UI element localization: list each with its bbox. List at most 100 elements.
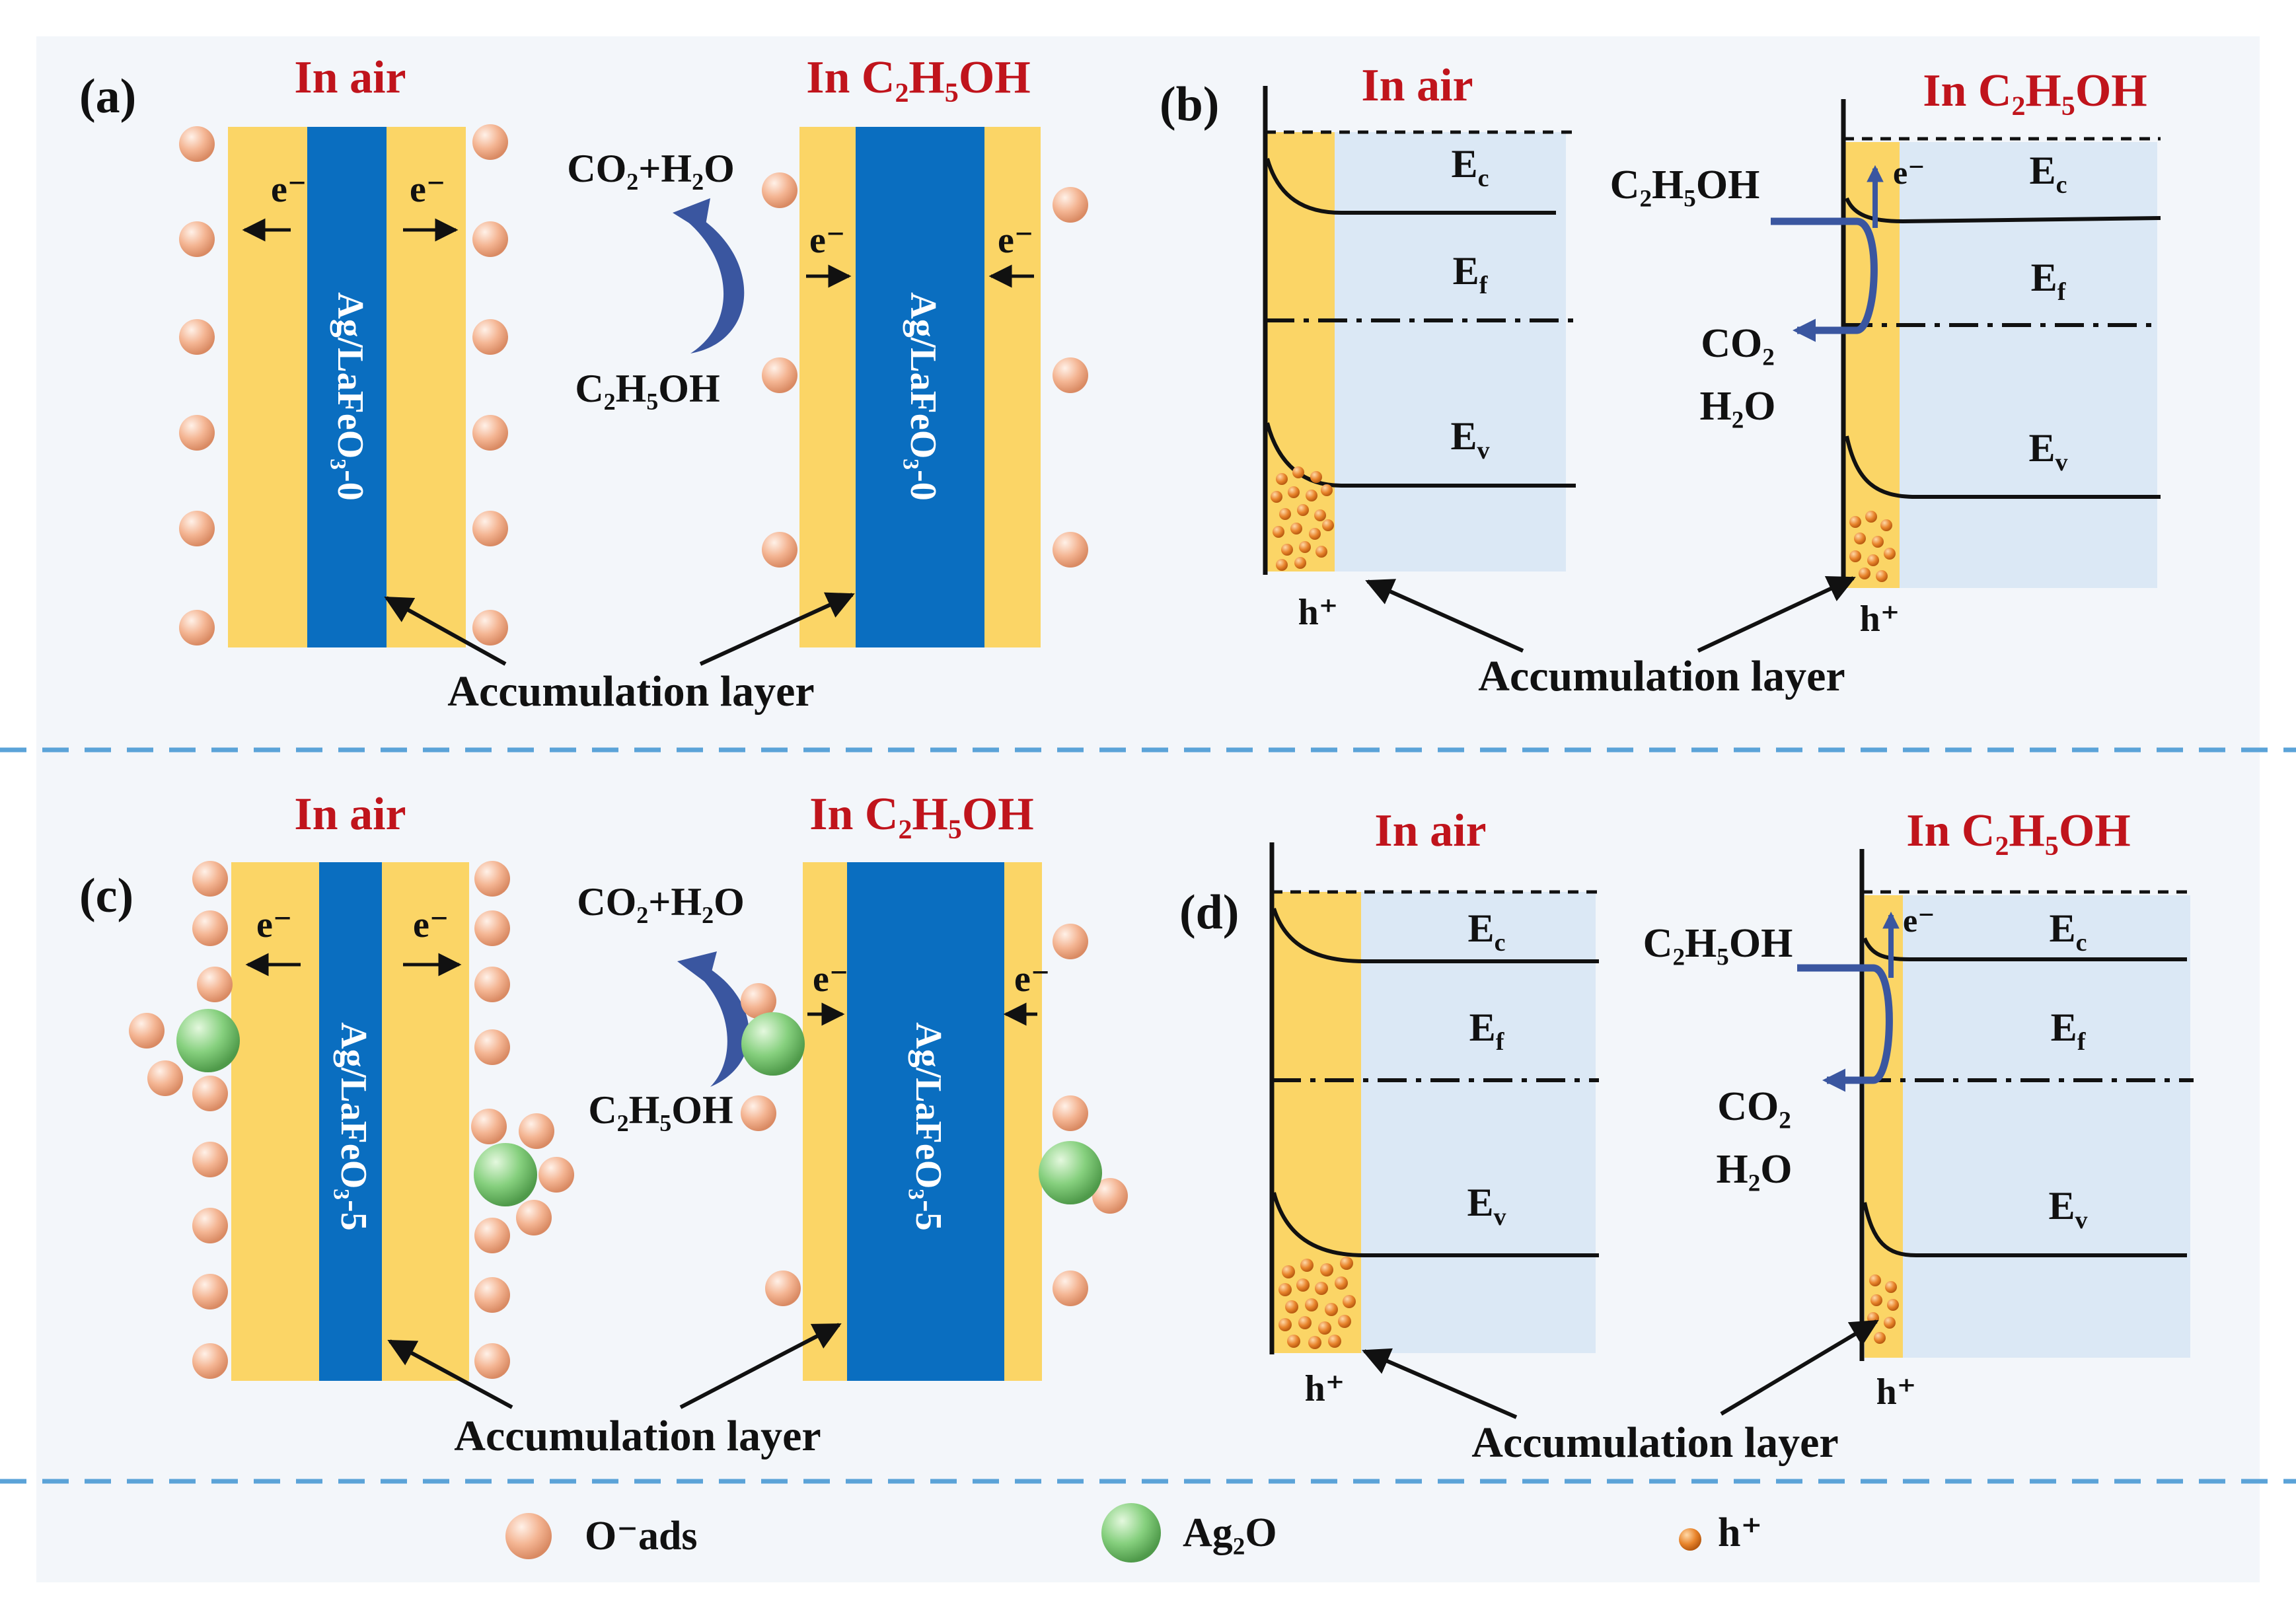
oxygen-sphere	[472, 610, 508, 645]
oxygen-sphere	[762, 172, 797, 208]
grain-air-core	[307, 127, 387, 647]
band-d-ethanol-electron: e⁻	[1903, 902, 1935, 939]
grain-ethanol-electron-right: e⁻	[998, 220, 1033, 261]
band-d-ethanol-reactant: C₂H₅OH	[1643, 921, 1793, 966]
oxygen-sphere	[1053, 532, 1088, 568]
band-d-ethanol-ec: Ec	[2050, 906, 2087, 957]
band-ethanol-valence-band	[1845, 435, 2161, 499]
legend-oxygen-swatch	[505, 1513, 552, 1559]
oxygen-sphere	[472, 511, 508, 546]
band-d-ethanol-hole-label: h⁺	[1876, 1372, 1917, 1413]
band-ethanol-hole-label: h⁺	[1860, 599, 1900, 640]
reaction-curved-arrow	[684, 208, 745, 353]
reaction-c-arrow-head	[677, 951, 717, 984]
band-ethanol-reactant: C₂H₅OH	[1610, 163, 1760, 207]
oxygen-sphere	[762, 357, 797, 393]
band-air-hole-label: h⁺	[1298, 592, 1339, 633]
accumulation-arrow-c-left	[387, 1339, 513, 1409]
band-d-ethanol-reaction-arrow	[1797, 964, 1893, 1092]
band-d-air-holes	[1278, 1257, 1356, 1349]
panel-c: (c) In air In C₂H₅OH Ag/LaFeO₃-5 e⁻ e⁻ A…	[79, 789, 1128, 1460]
accumulation-label-d: Accumulation layer	[1471, 1419, 1838, 1467]
grain-c-ethanol-core-label: Ag/LaFeO₃-5	[908, 1022, 949, 1230]
legend-oxygen-label: O⁻ads	[585, 1514, 698, 1559]
panel-d-ethanol-title: In C₂H₅OH	[1906, 805, 2131, 856]
oxygen-sphere	[1053, 357, 1088, 393]
grain-ethanol-electron-left: e⁻	[809, 220, 845, 261]
ag2o-particle	[474, 1143, 537, 1206]
grain-ethanol-core-label: Ag/LaFeO₃-0	[903, 292, 944, 500]
band-d-air-ec: Ec	[1468, 906, 1506, 957]
reaction-arrow-head	[673, 198, 710, 233]
grain-air-electron-right: e⁻	[410, 169, 445, 210]
band-d-air-valence-band	[1272, 1192, 1599, 1257]
grain-ethanol-core	[856, 127, 984, 647]
accumulation-arrow-d-right	[1720, 1319, 1879, 1416]
band-air-conduction-band	[1265, 158, 1556, 215]
reaction-c-curved-arrow	[690, 958, 749, 1087]
adsorbed-oxygen-spheres-a	[179, 124, 1088, 645]
panel-a-air-title: In air	[294, 52, 406, 103]
grain-air-electron-left: e⁻	[271, 169, 307, 210]
legend-ag2o-swatch	[1101, 1503, 1161, 1563]
band-ethanol-bulk	[1900, 142, 2157, 588]
band-d-ethanol-h2o: H₂O	[1716, 1147, 1792, 1192]
accumulation-arrow-b-left	[1365, 579, 1524, 653]
grain-c-ethanol-core	[847, 862, 1004, 1381]
reaction-c-products: CO₂+H₂O	[577, 880, 745, 924]
band-air-bulk	[1335, 132, 1566, 571]
accumulation-arrow-a-left	[384, 596, 507, 666]
oxygen-sphere	[179, 221, 215, 257]
band-ethanol-reaction-arrow	[1771, 217, 1878, 342]
band-air-holes	[1271, 466, 1334, 571]
panel-b-ethanol-title: In C₂H₅OH	[1923, 65, 2147, 116]
accumulation-arrow-c-right	[679, 1323, 842, 1409]
ag2o-particle	[741, 1012, 805, 1076]
band-d-air-hole-label: h⁺	[1305, 1368, 1345, 1409]
panel-d: (d) In air In C₂H₅OH Ec Ef Ev h⁺ Ec Ef E…	[1179, 805, 2194, 1467]
legend-hole-swatch	[1679, 1528, 1701, 1551]
oxygen-sphere	[472, 124, 508, 160]
oxygen-sphere	[472, 319, 508, 355]
accumulation-label-a: Accumulation layer	[447, 667, 814, 716]
legend: O⁻ads Ag₂O h⁺	[505, 1503, 1762, 1563]
oxygen-sphere	[472, 415, 508, 451]
band-ethanol-co2: CO₂	[1701, 321, 1775, 366]
oxygen-sphere	[179, 319, 215, 355]
panel-a: (a) In air In C₂H₅OH Ag/LaFeO₃-0 e⁻ e⁻ A…	[79, 52, 1088, 716]
band-ethanol-ef: Ef	[2031, 256, 2067, 306]
band-d-air-bulk	[1361, 892, 1596, 1353]
band-ethanol-h2o: H₂O	[1699, 384, 1775, 429]
band-d-ethanol-co2: CO₂	[1717, 1084, 1791, 1129]
oxygen-sphere	[179, 511, 215, 546]
band-d-ethanol-ev: Ev	[2048, 1184, 2087, 1234]
band-ethanol-holes	[1849, 511, 1896, 582]
oxygen-sphere	[1053, 187, 1088, 223]
accumulation-label-c: Accumulation layer	[454, 1412, 821, 1460]
band-d-ethanol-valence-band	[1863, 1202, 2187, 1257]
reaction-products: CO₂+H₂O	[567, 147, 735, 190]
grain-c-air-core	[319, 862, 382, 1381]
legend-hole-label: h⁺	[1718, 1510, 1762, 1555]
panel-a-label: (a)	[79, 69, 136, 124]
band-d-ethanol-bulk	[1903, 895, 2190, 1358]
band-d-ethanol-conduction-band	[1863, 937, 2187, 961]
accumulation-arrow-a-right	[699, 592, 855, 666]
grain-c-ethanol-electron-left: e⁻	[813, 959, 848, 1000]
grain-c-air-core-label: Ag/LaFeO₃-5	[333, 1022, 374, 1230]
reaction-c-reactant: C₂H₅OH	[588, 1088, 733, 1132]
ag2o-particle	[1039, 1141, 1102, 1204]
panel-b: (b) In air In C₂H₅OH Ec Ef Ev h⁺ Ec	[1160, 60, 2161, 700]
grain-c-air-electron-left: e⁻	[256, 904, 292, 945]
oxygen-sphere	[472, 221, 508, 257]
grain-c-ethanol-electron-right: e⁻	[1014, 959, 1050, 1000]
legend-ag2o-label: Ag₂O	[1183, 1510, 1277, 1555]
band-d-air-conduction-band	[1272, 908, 1599, 963]
panel-d-air-title: In air	[1374, 805, 1486, 856]
grain-c-air-electron-right: e⁻	[413, 904, 449, 945]
accumulation-arrow-d-left	[1362, 1348, 1518, 1419]
grain-air-core-label: Ag/LaFeO₃-0	[330, 292, 371, 500]
oxygen-sphere	[179, 415, 215, 451]
oxygen-sphere	[762, 532, 797, 568]
